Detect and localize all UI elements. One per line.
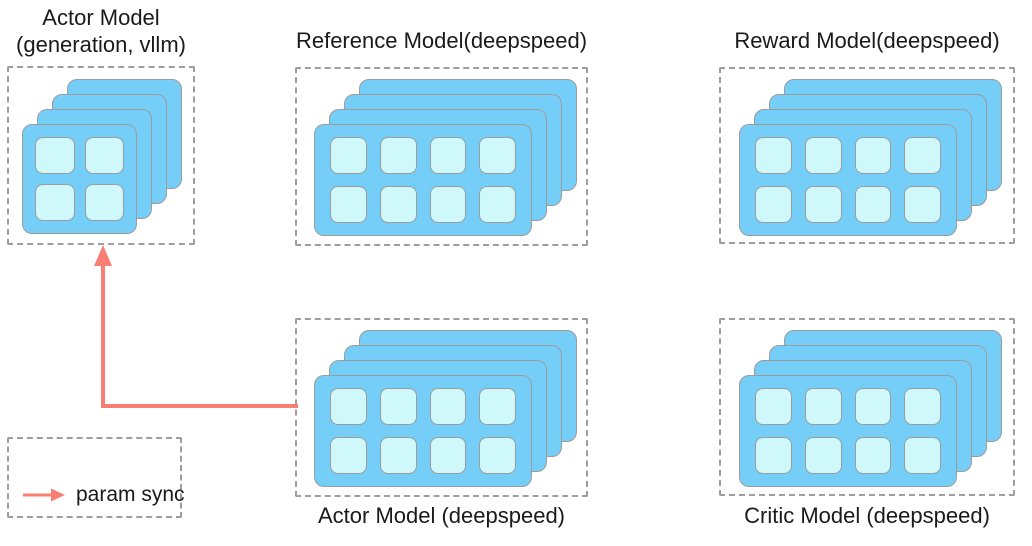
critic-model-box [719,318,1015,496]
gpu-cell [854,388,892,425]
param-sync-arrow-icon [23,488,65,502]
actor-vllm-box [7,66,195,245]
gpu-cell [804,137,842,174]
legend-label: param sync [76,483,185,506]
gpu-cell [429,437,467,474]
gpu-card-front [314,375,532,487]
gpu-cell [84,184,124,221]
gpu-cell [479,437,516,474]
reference-model-box [295,67,588,246]
gpu-card-front [22,124,137,234]
gpu-cell [330,437,367,474]
gpu-stack [314,330,577,487]
gpu-stack [739,79,1002,236]
gpu-card-front [739,124,957,236]
gpu-cell [755,137,792,174]
gpu-cell [755,437,792,474]
node-title-critic-deepspeed: Critic Model (deepspeed) [744,503,990,528]
actor-deepspeed-box [295,318,588,497]
gpu-cell [904,388,941,425]
gpu-cell [379,437,417,474]
gpu-cell [854,186,892,223]
node-title-reference-model: Reference Model(deepspeed) [295,28,588,53]
gpu-cell [755,186,792,223]
gpu-cell [429,137,467,174]
gpu-cell [804,186,842,223]
gpu-cell [330,137,367,174]
gpu-cell [84,137,124,174]
node-title-line: Actor Model [42,5,160,30]
gpu-stack [22,79,182,234]
gpu-cell [904,437,941,474]
node-title-actor-deepspeed: Actor Model (deepspeed) [317,503,566,528]
reward-model-box [719,67,1015,244]
gpu-stack [739,330,1002,487]
gpu-cell [479,388,516,425]
gpu-cell [854,437,892,474]
gpu-cell [330,388,367,425]
gpu-card-front [739,375,957,487]
gpu-cell [379,388,417,425]
gpu-cell [804,388,842,425]
gpu-stack [314,79,577,236]
gpu-cell [35,184,75,221]
gpu-cell [429,388,467,425]
gpu-cell [379,186,417,223]
node-title-line: (generation, vllm) [16,32,186,57]
gpu-cell [330,186,367,223]
gpu-card-front [314,124,532,236]
gpu-cell [479,186,516,223]
gpu-cell [479,137,516,174]
gpu-cell [379,137,417,174]
gpu-cell [429,186,467,223]
gpu-cell [804,437,842,474]
gpu-cell [904,186,941,223]
gpu-cell [755,388,792,425]
gpu-cell [854,137,892,174]
node-title-actor-vllm: Actor Model (generation, vllm) [7,4,195,58]
legend-box: param sync [7,437,185,518]
node-title-reward-model: Reward Model(deepspeed) [734,28,1000,53]
gpu-cell [35,137,75,174]
gpu-cell [904,137,941,174]
legend: param sync [21,483,185,507]
